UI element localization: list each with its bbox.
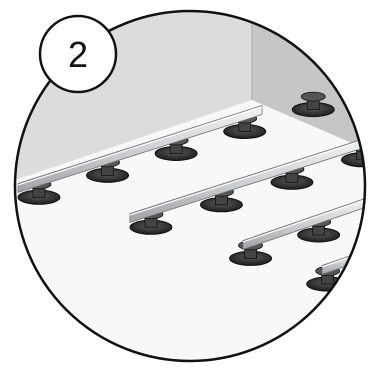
step-badge: 2: [40, 16, 116, 92]
pedestal-base: [363, 257, 368, 271]
pedestal-head: [301, 92, 325, 101]
pedestal: [363, 247, 368, 271]
step-number: 2: [68, 34, 88, 75]
